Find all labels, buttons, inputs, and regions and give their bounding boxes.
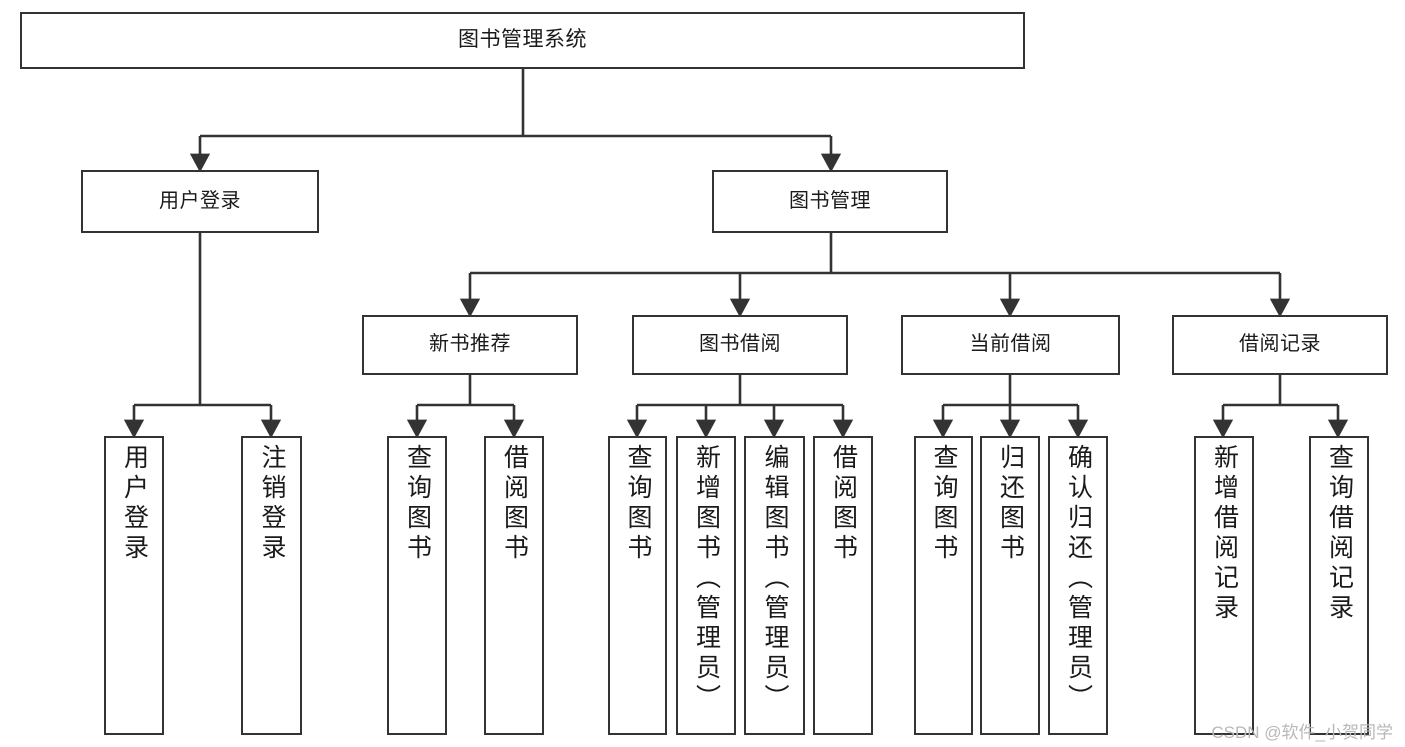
node-label: 确认归还（管理员） [1064,444,1093,714]
leaf-borrow-add-book-admin[interactable]: 新增图书（管理员） [676,436,736,735]
node-current-borrow[interactable]: 当前借阅 [901,315,1120,375]
node-label: 归还图书 [996,444,1025,564]
leaf-borrow-edit-book-admin[interactable]: 编辑图书（管理员） [744,436,805,735]
node-label: 借阅图书 [829,444,858,564]
leaf-current-confirm-return-admin[interactable]: 确认归还（管理员） [1048,436,1108,735]
node-label: 注销登录 [258,444,286,564]
node-label: 新增借阅记录 [1210,444,1239,624]
node-label: 借阅图书 [500,444,529,564]
node-label: 图书借阅 [699,333,781,356]
connector-borrow-record-bus [1223,375,1338,407]
node-label: 编辑图书（管理员） [761,444,789,714]
leaf-record-query-record[interactable]: 查询借阅记录 [1309,436,1369,735]
node-new-book-recommend[interactable]: 新书推荐 [362,315,578,375]
watermark-text: CSDN @软件_小贺同学 [1211,723,1393,742]
leaf-newbook-borrow-book[interactable]: 借阅图书 [484,436,544,735]
node-label: 新书推荐 [429,333,511,356]
leaf-user-login[interactable]: 用户登录 [104,436,164,735]
node-root-system[interactable]: 图书管理系统 [20,12,1025,69]
node-label: 用户登录 [120,444,149,564]
leaf-borrow-query-book[interactable]: 查询图书 [608,436,667,735]
connector-book-manage-bus [470,233,1280,275]
connector-book-borrow-bus [637,375,843,407]
node-label: 新增图书（管理员） [692,444,721,714]
leaf-record-add-record[interactable]: 新增借阅记录 [1194,436,1254,735]
node-label: 用户登录 [159,189,241,212]
connector-current-borrow-bus [943,375,1078,407]
connector-user-login-bus [134,233,271,407]
node-label: 图书管理系统 [458,28,587,52]
node-label: 图书管理 [789,189,871,212]
node-label: 借阅记录 [1239,333,1321,356]
connector-root-trunk [200,69,831,138]
leaf-current-query-book[interactable]: 查询图书 [914,436,973,735]
node-user-login[interactable]: 用户登录 [81,170,319,233]
node-book-manage[interactable]: 图书管理 [712,170,948,233]
node-label: 查询图书 [403,444,432,564]
leaf-current-return-book[interactable]: 归还图书 [980,436,1040,735]
connector-new-book-bus [417,375,514,407]
node-label: 查询图书 [930,444,958,564]
leaf-newbook-query-book[interactable]: 查询图书 [387,436,447,735]
node-label: 查询图书 [624,444,652,564]
node-label: 当前借阅 [969,333,1052,356]
leaf-borrow-borrow-book[interactable]: 借阅图书 [813,436,873,735]
node-borrow-record[interactable]: 借阅记录 [1172,315,1388,375]
leaf-logout[interactable]: 注销登录 [241,436,302,735]
node-book-borrow[interactable]: 图书借阅 [632,315,848,375]
node-label: 查询借阅记录 [1325,444,1354,624]
